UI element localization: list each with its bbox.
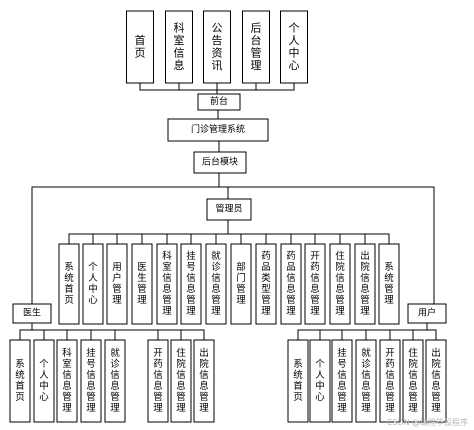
connector-lines [19,83,437,340]
diagram-nodes: 首页科室信息公告资讯后台管理个人中心前台门诊管理系统后台模块管理员系统首页个人中… [9,10,447,423]
front-page-box: 公告资讯 [203,10,231,84]
admin-module-box-label: 用户管理 [112,262,122,306]
front-page-box-label: 科室信息 [174,20,185,72]
doctor-module-box-label: 开药信息管理 [153,348,163,414]
user-box: 用户 [407,303,447,324]
user-module-box-label: 出院信息管理 [431,347,441,414]
doctor-module-box-label: 科室信息管理 [62,347,72,414]
doctor-module-box-label: 挂号信息管理 [86,347,96,414]
admin-module-box: 挂号信息管理 [180,243,202,325]
admin-module-box: 出院信息管理 [354,243,376,325]
admin-box-label: 管理员 [215,203,242,215]
front-page-box-label: 后台管理 [251,21,262,72]
user-module-box: 挂号信息管理 [331,339,353,423]
admin-module-box: 开药信息管理 [304,243,326,325]
backend-box: 后台模块 [193,151,247,174]
doctor-module-box: 系统首页 [9,339,31,423]
user-module-box-label: 挂号信息管理 [337,347,347,414]
frontend-box-label: 前台 [210,95,228,107]
frontend-box: 前台 [197,93,241,111]
front-page-box: 首页 [126,10,154,84]
doctor-modules-bus [19,329,205,340]
user-module-box: 开药信息管理 [379,339,401,423]
front-page-box: 科室信息 [165,10,193,84]
doctor-module-box-label: 系统首页 [15,359,25,403]
user-modules-bus [297,329,437,340]
system-box-label: 门诊管理系统 [191,123,245,135]
backend-roles-bus [31,186,435,304]
user-module-box-label: 开药信息管理 [385,348,395,414]
user-module-box-label: 系统首页 [293,359,303,403]
admin-module-box-label: 系统管理 [384,262,394,306]
admin-module-box-label: 药品类型管理 [261,251,271,317]
admin-module-box: 部门管理 [230,243,252,325]
admin-module-box-label: 部门管理 [236,261,246,306]
admin-module-box-label: 开药信息管理 [310,251,320,317]
doctor-module-box: 出院信息管理 [193,339,215,423]
admin-module-box-label: 就诊信息管理 [211,250,221,317]
admin-module-box: 用户管理 [106,243,128,325]
front-page-box-label: 个人中心 [289,21,300,72]
front-page-box: 后台管理 [242,10,270,84]
admin-module-box: 药品信息管理 [280,243,302,325]
user-box-label: 用户 [418,307,436,319]
user-module-box: 出院信息管理 [425,339,447,423]
admin-module-box-label: 挂号信息管理 [186,250,196,317]
user-module-box: 个人中心 [309,339,331,423]
system-box: 门诊管理系统 [167,118,269,142]
doctor-module-box: 挂号信息管理 [80,339,102,423]
admin-module-box: 药品类型管理 [255,243,277,325]
admin-module-box: 医生管理 [131,243,153,325]
admin-module-box: 个人中心 [82,243,104,325]
user-module-box: 就诊信息管理 [355,339,377,423]
doctor-module-box: 开药信息管理 [147,339,169,423]
front-page-box: 个人中心 [280,10,308,84]
doctor-module-box-label: 就诊信息管理 [110,347,120,414]
admin-module-box: 就诊信息管理 [205,243,227,325]
watermark: CSDN @编程毕设程序 [387,417,468,427]
front-page-box-label: 首页 [135,33,146,60]
admin-module-box: 科室信息管理 [156,243,178,325]
doctor-module-box: 个人中心 [33,339,55,423]
user-module-box: 系统首页 [287,339,309,423]
admin-module-box: 系统管理 [378,243,400,325]
front-page-box-label: 公告资讯 [212,21,223,72]
admin-module-box-label: 出院信息管理 [360,250,370,317]
doctor-module-box-label: 个人中心 [39,359,49,403]
user-module-box: 住院信息管理 [402,339,424,423]
doctor-module-box-label: 出院信息管理 [199,347,209,414]
doctor-box: 医生 [12,303,52,324]
admin-module-box: 系统首页 [58,243,80,325]
admin-module-box-label: 系统首页 [64,262,74,306]
admin-module-box-label: 科室信息管理 [162,250,172,317]
user-module-box-label: 就诊信息管理 [361,347,371,414]
admin-module-box: 住院信息管理 [329,243,351,325]
doctor-module-box: 住院信息管理 [170,339,192,423]
user-module-box-label: 个人中心 [315,359,325,403]
admin-box: 管理员 [206,198,252,221]
backend-box-label: 后台模块 [202,156,238,168]
doctor-module-box: 就诊信息管理 [104,339,126,423]
admin-module-box-label: 医生管理 [137,262,147,306]
admin-module-box-label: 个人中心 [88,262,98,306]
admin-module-box-label: 住院信息管理 [335,250,345,317]
doctor-module-box: 科室信息管理 [56,339,78,423]
doctor-box-label: 医生 [23,307,41,319]
doctor-module-box-label: 住院信息管理 [176,347,186,414]
admin-module-box-label: 药品信息管理 [286,251,296,317]
user-module-box-label: 住院信息管理 [408,347,418,414]
